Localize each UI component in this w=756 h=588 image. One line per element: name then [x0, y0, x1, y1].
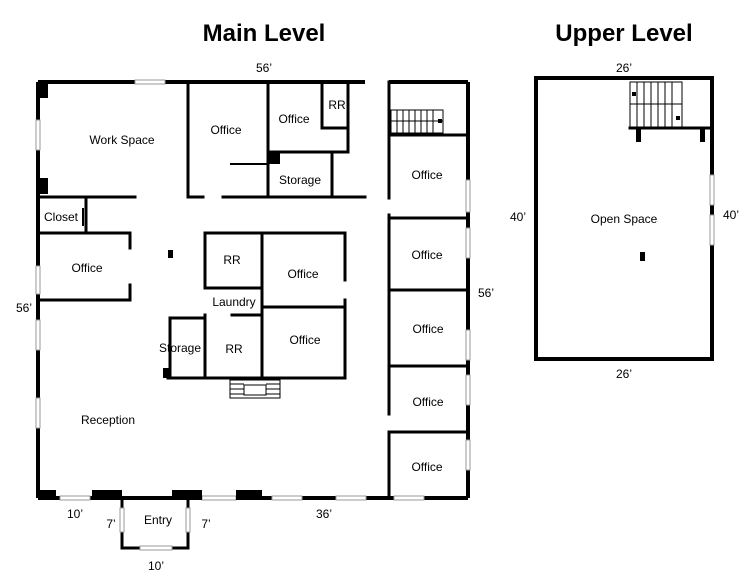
room-label-work-space: Work Space [89, 133, 154, 147]
upper-dimension-left: 40’ [510, 210, 526, 224]
dimension-entry-bottom: 10’ [148, 559, 164, 573]
room-label-office: Office [287, 267, 318, 281]
upper-level-title: Upper Level [555, 20, 692, 47]
upper-stairs [628, 81, 714, 142]
upper-level-plan: Open Space 26’ 40’ 40’ 26’ [510, 61, 739, 381]
upper-dimension-right: 40’ [723, 208, 739, 222]
main-dimensions: 56’ 56’ 56’ 10’ 36’ 7’ 7’ 10’ [16, 61, 494, 573]
room-label-office: Office [278, 112, 309, 126]
dimension-entry-left: 7’ [106, 517, 115, 531]
room-label-office: Office [411, 248, 442, 262]
room-label-storage: Storage [279, 173, 321, 187]
room-label-office: Office [210, 123, 241, 137]
upper-dimension-bottom: 26’ [616, 367, 632, 381]
room-label-storage: Storage [159, 341, 201, 355]
upper-dimensions: 26’ 40’ 40’ 26’ [510, 61, 739, 381]
room-label-office: Office [71, 261, 102, 275]
room-label-reception: Reception [81, 413, 135, 427]
structural-columns [38, 82, 280, 500]
room-label-open-space: Open Space [591, 212, 658, 226]
room-label-office: Office [411, 460, 442, 474]
dimension-entry-right: 7’ [201, 517, 210, 531]
room-label-entry: Entry [144, 513, 172, 527]
room-label-rr: RR [225, 342, 243, 356]
room-label-rr: RR [223, 253, 241, 267]
main-stairs [390, 109, 444, 134]
hearth [229, 379, 281, 399]
dimension-right: 56’ [478, 286, 494, 300]
dimension-top: 56’ [256, 61, 272, 75]
room-label-laundry: Laundry [212, 295, 255, 309]
room-label-office: Office [412, 395, 443, 409]
upper-column [640, 252, 645, 261]
entry-window [139, 545, 173, 551]
upper-dimension-top: 26’ [616, 61, 632, 75]
room-label-office: Office [411, 168, 442, 182]
main-level-plan: Work Space Office Office RR Storage Clos… [16, 61, 494, 573]
dimension-bottom-left: 10’ [67, 507, 83, 521]
interior-walls [38, 80, 470, 550]
dimension-left: 56’ [16, 301, 32, 315]
room-label-office: Office [412, 322, 443, 336]
windows [35, 79, 471, 501]
main-level-title: Main Level [203, 20, 326, 47]
room-label-closet: Closet [44, 210, 79, 224]
main-room-labels: Work Space Office Office RR Storage Clos… [44, 98, 444, 527]
dimension-bottom-right: 36’ [316, 507, 332, 521]
room-label-office: Office [289, 333, 320, 347]
room-label-rr: RR [328, 98, 346, 112]
